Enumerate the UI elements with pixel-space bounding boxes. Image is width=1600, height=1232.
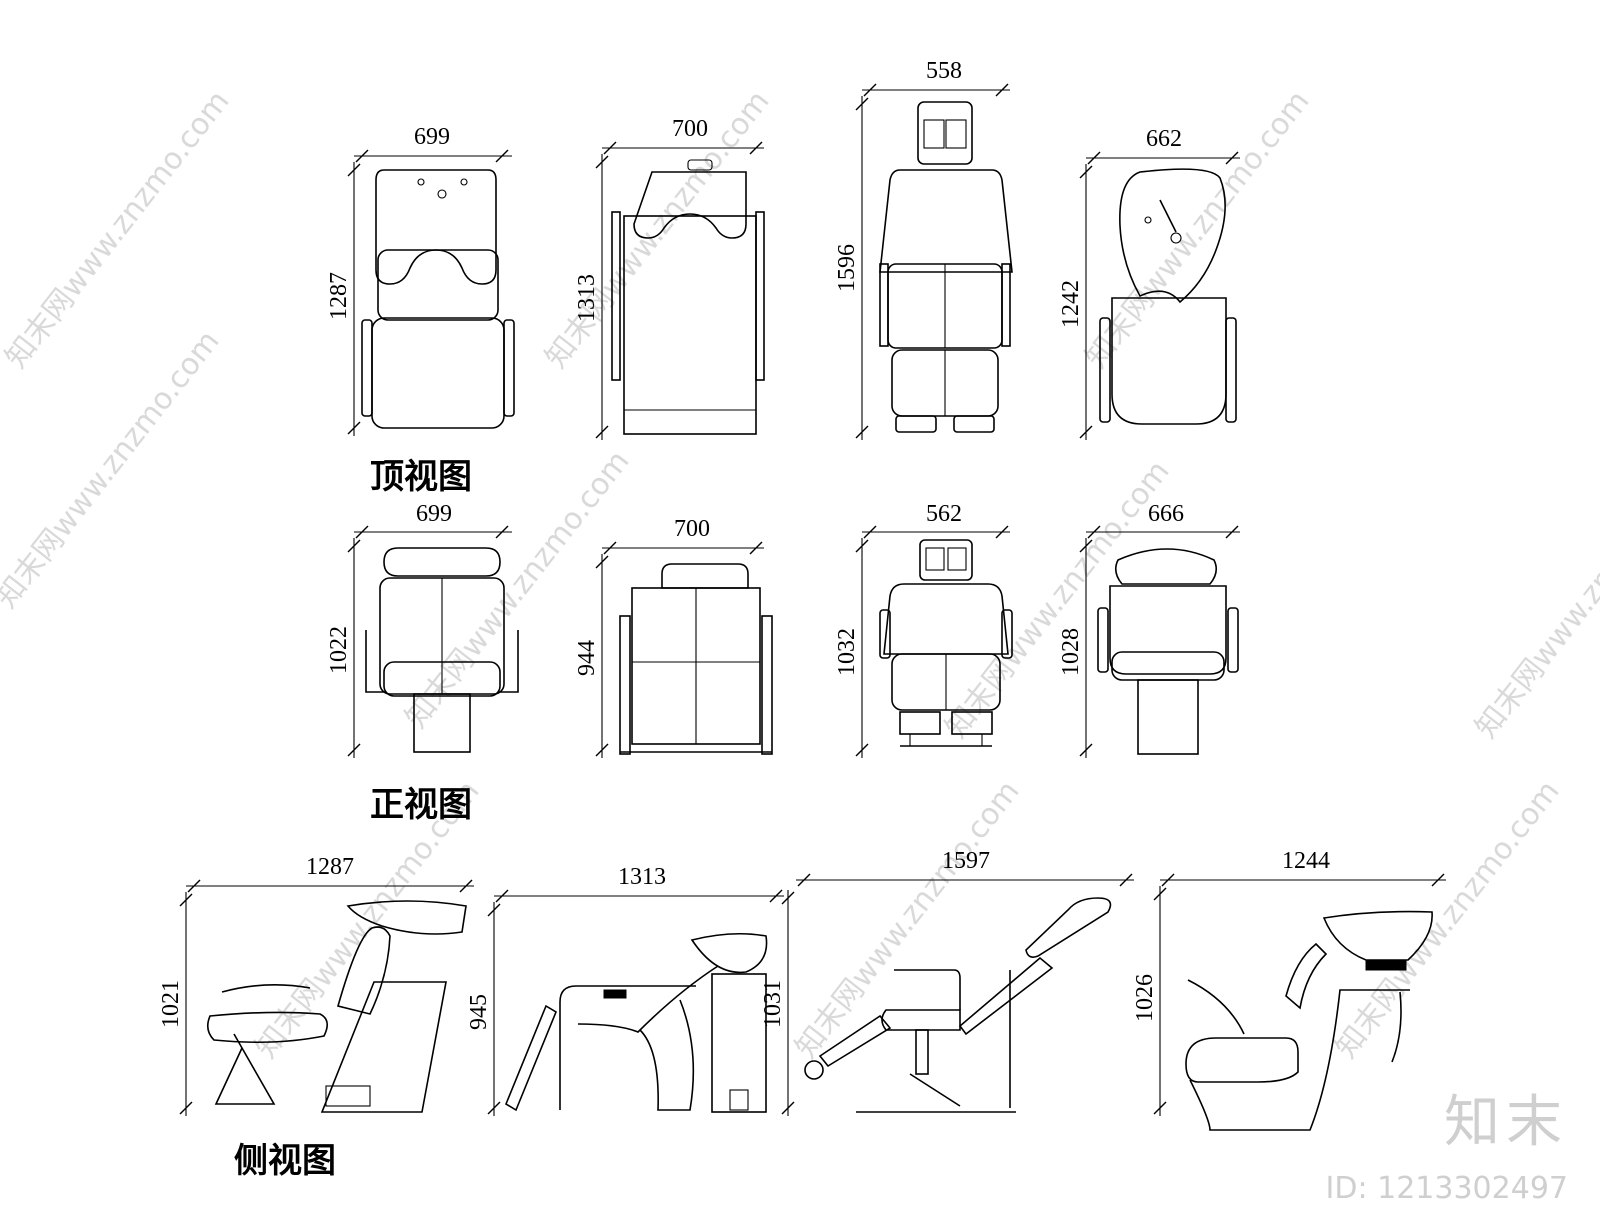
top-view-chair-3: 558 1596 [834, 58, 1013, 440]
side-view-chair-1: 1287 1021 [158, 854, 474, 1116]
section-label-top-view: 顶视图 [370, 457, 472, 497]
watermark: 知末网www.znzmo.com [1079, 84, 1317, 375]
watermark: 知末网www.znzmo.com [1329, 774, 1567, 1065]
dim-width: 700 [672, 116, 708, 142]
dim-height: 945 [466, 994, 492, 1030]
dim-width: 662 [1146, 126, 1182, 152]
section-label-side-view: 侧视图 [234, 1141, 336, 1181]
brand-id: ID: 1213302497 [1325, 1171, 1568, 1206]
section-label-front-view: 正视图 [370, 785, 472, 825]
side-view-chair-2: 1313 945 [466, 864, 784, 1116]
top-view-chair-1: 699 1287 [326, 124, 515, 436]
dim-height: 1026 [1132, 974, 1158, 1022]
dim-height: 1028 [1058, 628, 1084, 676]
brand-logo: 知末 [1444, 1090, 1568, 1155]
dim-height: 1032 [834, 628, 860, 676]
dim-height: 1287 [326, 272, 352, 320]
dim-width: 699 [414, 124, 450, 150]
side-view-chair-3: 1597 1031 [760, 848, 1134, 1116]
dim-width: 666 [1148, 501, 1184, 527]
dim-height: 1021 [158, 980, 184, 1028]
watermark: 知末网www.znzmo.com [0, 324, 227, 615]
front-view-chair-2: 700 944 [574, 516, 773, 758]
dim-width: 1287 [306, 854, 354, 880]
dim-height: 1313 [574, 274, 600, 322]
front-view-chair-1: 699 1022 [326, 501, 519, 758]
dim-width: 699 [416, 501, 452, 527]
watermark-layer: 知末网www.znzmo.com 知末网www.znzmo.com 知末网www… [0, 84, 1600, 1065]
dim-width: 562 [926, 501, 962, 527]
watermark: 知末网www.znzmo.com [1469, 454, 1600, 745]
side-view-chair-4: 1244 1026 [1132, 848, 1446, 1131]
dim-width: 1244 [1282, 848, 1330, 874]
dim-height: 1596 [834, 244, 860, 292]
dim-height: 1022 [326, 626, 352, 674]
front-view-chair-4: 666 1028 [1058, 501, 1240, 758]
top-view-chair-4: 662 1242 [1058, 126, 1240, 440]
dim-width: 1313 [618, 864, 666, 890]
dim-height: 1242 [1058, 280, 1084, 328]
watermark: 知末网www.znzmo.com [939, 454, 1177, 745]
dim-height: 944 [574, 640, 600, 676]
top-view-chair-2: 700 1313 [574, 116, 765, 440]
watermark: 知末网www.znzmo.com [539, 84, 777, 375]
dim-width: 558 [926, 58, 962, 84]
watermark: 知末网www.znzmo.com [789, 774, 1027, 1065]
dim-height: 1031 [760, 980, 786, 1028]
front-view-chair-3: 562 1032 [834, 501, 1013, 758]
dim-width: 700 [674, 516, 710, 542]
dim-width: 1597 [942, 848, 990, 874]
